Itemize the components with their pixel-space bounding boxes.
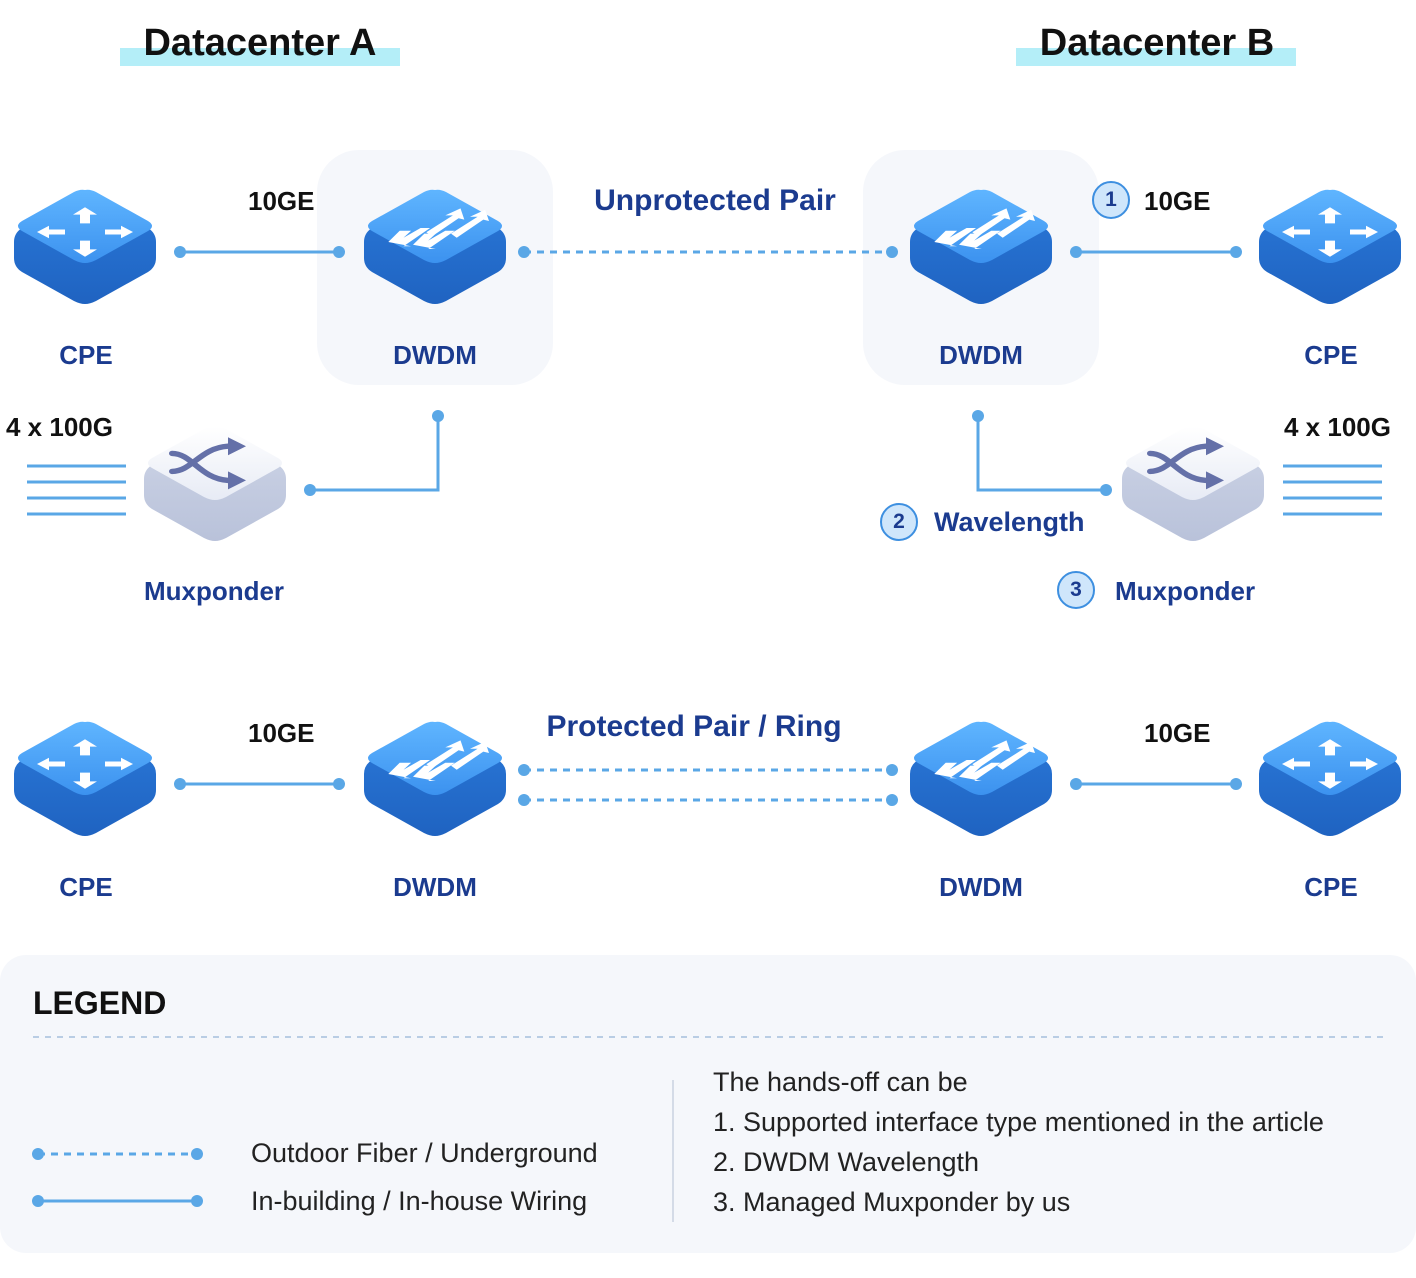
cpe-a2-label: CPE [59, 872, 113, 902]
link-dwdm-a-mux-a [310, 416, 440, 492]
switch-arrows-icon [364, 721, 506, 836]
switch-arrows-icon [910, 721, 1052, 836]
mux-a-rate: 4 x 100G [6, 412, 113, 442]
link-endpoints [32, 246, 1242, 1207]
crossing-arrows-icon [144, 426, 286, 541]
handoff-item-1: 1. Supported interface type mentioned in… [713, 1107, 1324, 1137]
cpe-a2-node [14, 721, 156, 836]
badge-1: 1 [1092, 181, 1130, 219]
badge-3: 3 [1057, 571, 1095, 609]
handoff-item-3: 3. Managed Muxponder by us [713, 1187, 1071, 1217]
mux-b-node [1122, 426, 1264, 541]
datacenter-b-title: Datacenter B [1039, 22, 1275, 64]
protected-pair-title: Protected Pair / Ring [546, 710, 842, 743]
mux-b-label: Muxponder [1115, 576, 1256, 606]
mux-a-lines [27, 464, 126, 516]
cpe-b-label: CPE [1304, 340, 1358, 370]
link-dwdm-b-mux-b [976, 416, 1106, 492]
dwdm-b2-label: DWDM [939, 872, 1023, 902]
legend-panel [0, 955, 1416, 1253]
cpe-b2-node [1259, 721, 1401, 836]
protected-port-right: 10GE [1144, 718, 1211, 748]
dc-b-highlight [1016, 48, 1296, 66]
dwdm-a2-node [364, 721, 506, 836]
dc-a-highlight [120, 48, 400, 66]
badge-2: 2 [880, 503, 918, 541]
legend-solid-label: In-building / In-house Wiring [251, 1186, 588, 1216]
datacenter-a-title: Datacenter A [143, 22, 377, 64]
cpe-a-node [14, 189, 156, 304]
mux-a-label: Muxponder [143, 576, 285, 606]
crossing-arrows-icon [1122, 426, 1264, 541]
cpe-a-label: CPE [59, 340, 113, 370]
legend-title: LEGEND [33, 985, 167, 1021]
handoff-item-2: 2. DWDM Wavelength [713, 1147, 980, 1177]
legend-dashed-label: Outdoor Fiber / Underground [251, 1138, 598, 1168]
mux-a-node [144, 426, 286, 541]
unprotected-pair-title: Unprotected Pair [594, 184, 836, 217]
port-label-right: 10GE [1144, 186, 1211, 216]
cpe-b2-label: CPE [1304, 872, 1358, 902]
dwdm-a2-label: DWDM [393, 872, 477, 902]
port-label-left: 10GE [248, 186, 315, 216]
cpe-b-node [1259, 189, 1401, 304]
mux-b-lines [1283, 464, 1382, 516]
dwdm-b-label: DWDM [939, 340, 1023, 370]
dwdm-b2-node [910, 721, 1052, 836]
handoff-title: The hands-off can be [713, 1067, 968, 1097]
dwdm-a-label: DWDM [393, 340, 477, 370]
wavelength-label: Wavelength [934, 507, 1085, 537]
protected-port-left: 10GE [248, 718, 315, 748]
mux-b-rate: 4 x 100G [1284, 412, 1391, 442]
